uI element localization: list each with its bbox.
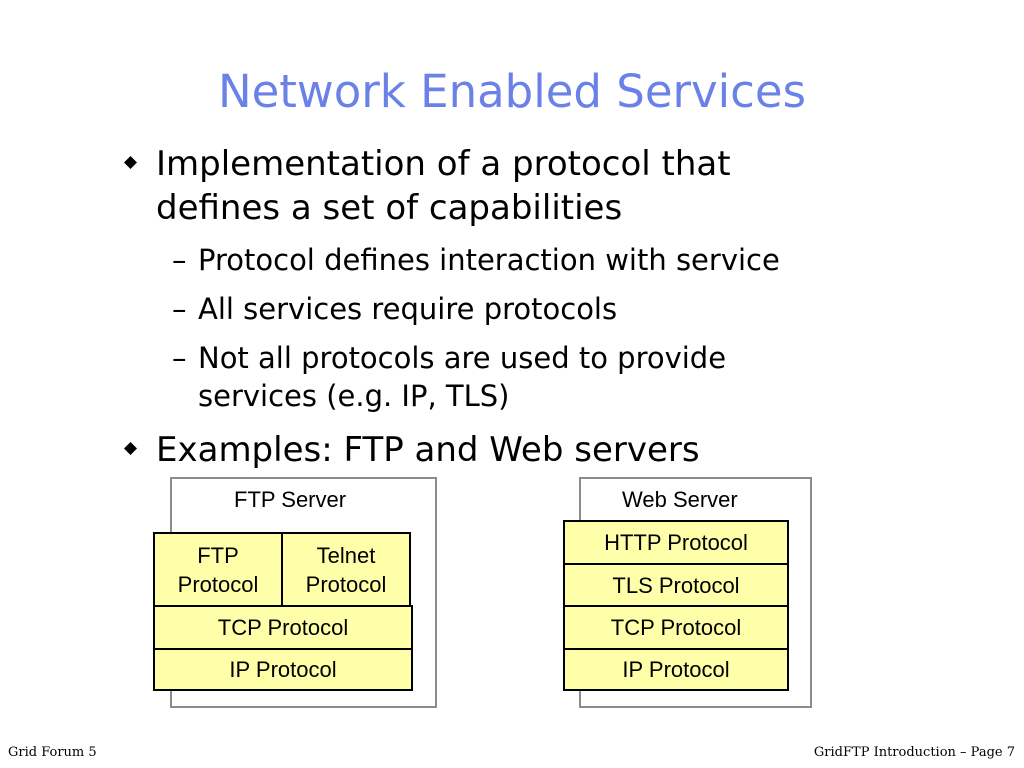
ftp-tcp-protocol-box: TCP Protocol [153,605,413,650]
telnet-protocol-line-2: Protocol [305,571,387,597]
web-ip-protocol-label: IP Protocol [622,657,730,682]
web-server-label: Web Server [622,487,738,512]
bullet-text-line-1: Implementation of a protocol that [156,144,731,184]
sub-bullet-text-line-1: Not all protocols are used to provide [198,341,727,375]
http-protocol-label: HTTP Protocol [604,530,748,555]
ftp-protocol-box: FTP Protocol [153,532,283,607]
ftp-protocol-line-2: Protocol [177,571,259,597]
web-tcp-protocol-label: TCP Protocol [610,615,742,640]
sub-bullet-text-line-2: services (e.g. IP, TLS) [198,379,510,413]
tls-protocol-box: TLS Protocol [563,563,789,607]
dash-bullet-icon: – [172,292,187,326]
diamond-bullet-icon [124,442,137,455]
sub-bullet-text: Protocol defines interaction with servic… [198,243,780,277]
web-ip-protocol-box: IP Protocol [563,648,789,691]
dash-bullet-icon: – [172,243,187,277]
sub-bullet-text: All services require protocols [198,292,618,326]
telnet-protocol-box: Telnet Protocol [281,532,411,607]
bullet-text: Examples: FTP and Web servers [156,430,700,470]
tls-protocol-label: TLS Protocol [612,572,740,598]
ftp-ip-protocol-label: IP Protocol [229,657,337,682]
footer-right: GridFTP Introduction – Page 7 [813,745,1015,760]
bullet-text-line-2: defines a set of capabilities [156,188,623,228]
slide-title: Network Enabled Services [217,65,807,118]
footer-left: Grid Forum 5 [8,745,97,760]
ftp-tcp-protocol-label: TCP Protocol [217,615,349,640]
dash-bullet-icon: – [172,341,187,375]
telnet-protocol-line-1: Telnet [316,542,376,568]
ftp-ip-protocol-box: IP Protocol [153,648,413,691]
ftp-protocol-line-1: FTP [197,542,239,568]
web-tcp-protocol-box: TCP Protocol [563,605,789,650]
http-protocol-box: HTTP Protocol [563,520,789,565]
ftp-server-label: FTP Server [234,487,347,512]
diamond-bullet-icon [124,156,137,169]
